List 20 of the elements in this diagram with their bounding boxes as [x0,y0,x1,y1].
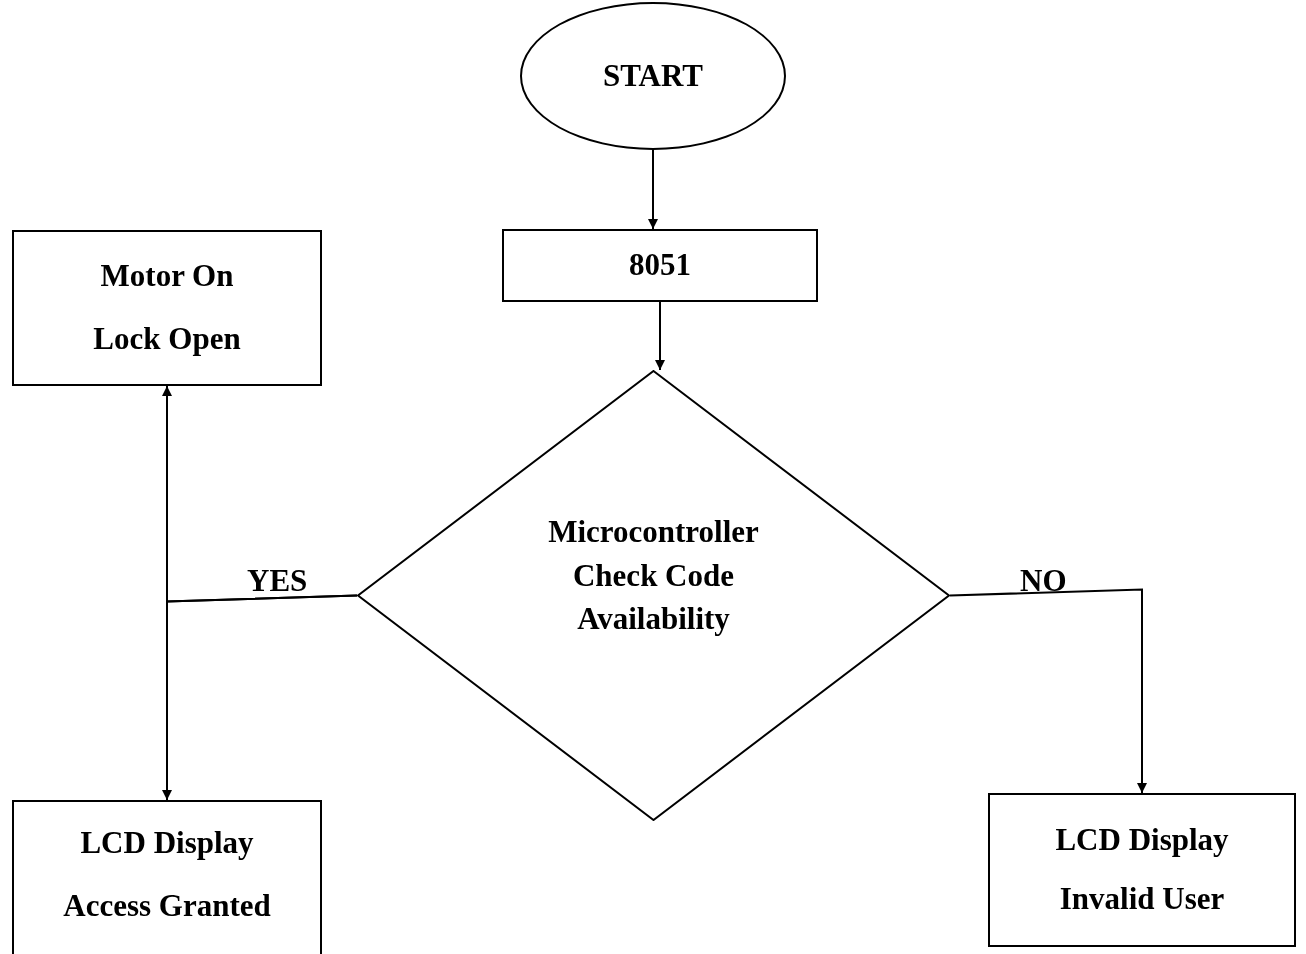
node-text: Lock Open [93,320,241,358]
node-text: Invalid User [1059,880,1225,918]
process-box [12,230,322,386]
node-text: LCD Display [1055,821,1229,860]
edge-label: YES [247,565,308,596]
edge-label: NO [1020,565,1067,596]
node-text: Motor On [100,257,234,296]
arrow [162,594,358,801]
arrow [648,149,658,230]
node-text: LCD Display [80,824,254,863]
decision-diamond [357,370,950,821]
node-text: START [603,56,703,95]
node-text: Microcontroller Check Code Availability [547,513,760,639]
process-box [502,229,818,302]
arrow [949,588,1147,794]
process-box [988,793,1296,947]
arrow [655,301,665,371]
process-box [12,800,322,954]
node-text: Access Granted [63,887,271,925]
node-text: 8051 [629,246,691,285]
